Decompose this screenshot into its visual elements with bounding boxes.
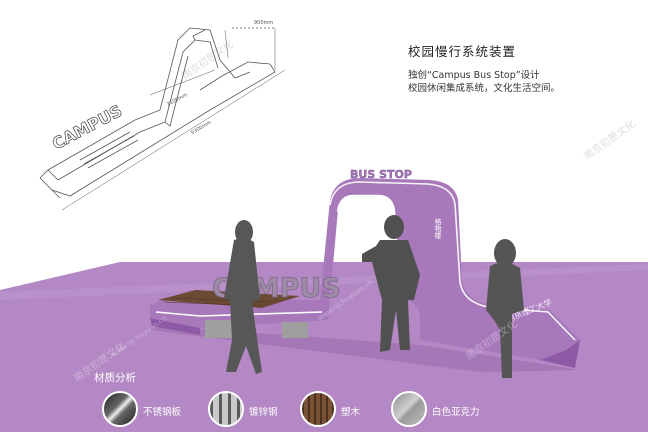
galvanized-steel-icon [208, 391, 244, 427]
person-sitting [486, 239, 524, 378]
acrylic-icon [391, 391, 427, 427]
material-label-steel: 不锈钢板 [143, 407, 182, 418]
plastic-wood-icon [300, 391, 336, 427]
building-label: 格物楼 [434, 217, 442, 240]
bus-stop-sign: BUS STOP [350, 168, 412, 181]
material-label-galvanized: 镀锌钢 [249, 407, 278, 418]
person-standing [362, 215, 420, 352]
description: 独创“Campus Bus Stop”设计 校园休闲集成系统，文化生活空间。 [408, 69, 560, 95]
material-label-wood: 塑木 [341, 407, 361, 418]
person-walking [224, 220, 262, 374]
material-label-acrylic: 白色亚克力 [432, 407, 480, 418]
line-sketch: CAMPUS [39, 27, 286, 211]
materials-title: 材质分析 [94, 372, 136, 384]
description-line-1: 独创“Campus Bus Stop”设计 [408, 70, 540, 81]
description-line-2: 校园休闲集成系统，文化生活空间。 [408, 83, 561, 94]
steel-plate-icon [102, 391, 138, 427]
dimension-height: 900mm [254, 20, 274, 26]
page-title: 校园慢行系统装置 [408, 44, 517, 59]
